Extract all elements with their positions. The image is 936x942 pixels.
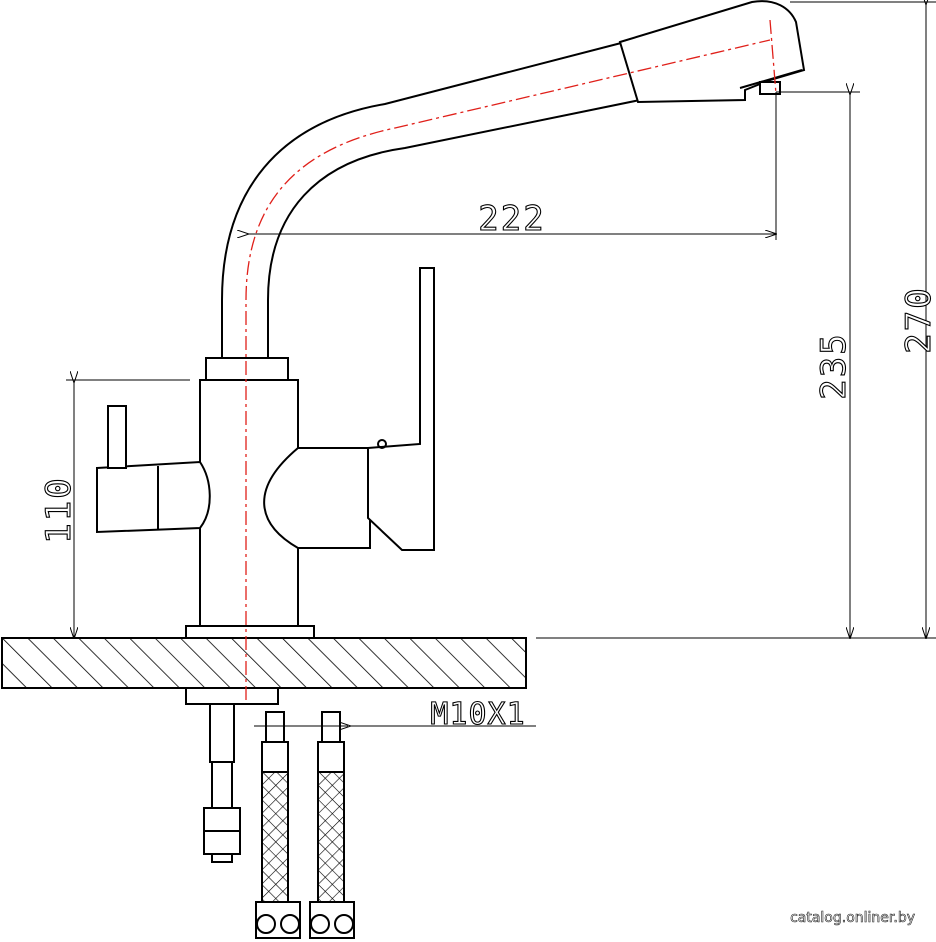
- flex-hose-left: [255, 711, 301, 939]
- dimension-222: [248, 92, 776, 240]
- centerline: [245, 19, 777, 700]
- filter-water-lever: [96, 405, 211, 534]
- dimension-235-label: 235: [814, 332, 854, 399]
- watermark: catalog.onliner.by: [790, 910, 915, 926]
- thread-size-label: M10X1: [430, 697, 525, 732]
- dimension-235: [776, 92, 860, 638]
- spout-collar: [205, 357, 289, 381]
- dimension-110-label: 110: [39, 476, 79, 543]
- threaded-stud: [203, 703, 241, 863]
- dimension-110: [66, 380, 190, 638]
- dimension-222-label: 222: [478, 199, 545, 239]
- flex-hose-right: [309, 711, 355, 939]
- mounting-nut: [185, 687, 279, 705]
- spout: [221, 0, 806, 360]
- dimension-270-label: 270: [899, 286, 936, 353]
- dimension-270: [536, 2, 936, 638]
- mixer-handle: [263, 267, 435, 551]
- countertop: [1, 637, 527, 689]
